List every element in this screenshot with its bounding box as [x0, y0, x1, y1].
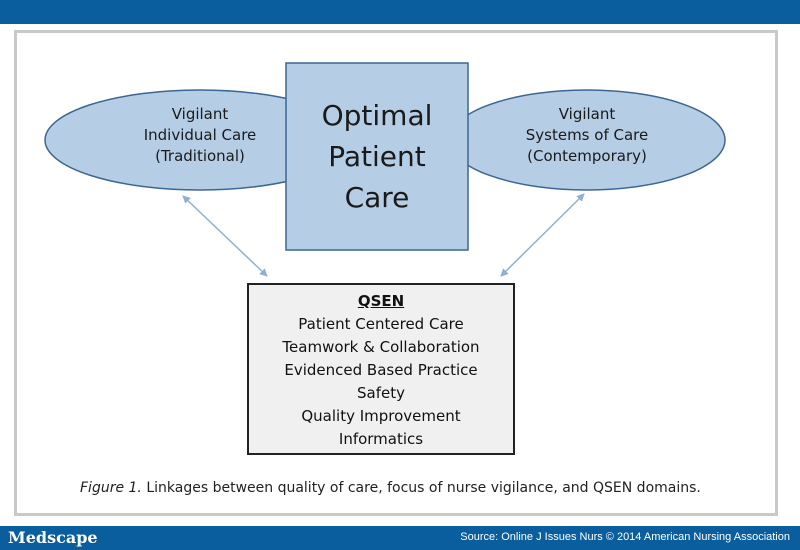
qsen-item: Informatics: [338, 430, 424, 448]
medscape-logo[interactable]: Medscape: [8, 528, 98, 547]
center-box-node: [285, 62, 469, 251]
left-node-label: Vigilant Individual Care (Traditional): [110, 104, 290, 167]
center-node-line: Optimal: [321, 99, 433, 132]
qsen-title: QSEN: [357, 292, 405, 310]
right-node-label: Vigilant Systems of Care (Contemporary): [492, 104, 682, 167]
caption-text: Linkages between quality of care, focus …: [141, 480, 701, 496]
left-node-line: Vigilant: [171, 105, 229, 123]
qsen-item: Quality Improvement: [301, 407, 461, 425]
top-bar: [0, 0, 800, 24]
bottom-bar: Medscape Source: Online J Issues Nurs © …: [0, 526, 800, 550]
qsen-item: Safety: [357, 384, 405, 402]
right-node-line: Systems of Care: [525, 126, 649, 144]
left-node-line: Individual Care: [143, 126, 257, 144]
right-arrow: [500, 193, 585, 277]
qsen-item: Teamwork & Collaboration: [282, 338, 480, 356]
center-node-line: Care: [344, 181, 410, 214]
qsen-box: QSEN Patient Centered Care Teamwork & Co…: [247, 283, 515, 455]
center-node-line: Patient: [328, 140, 426, 173]
right-node-line: (Contemporary): [527, 147, 647, 165]
qsen-item: Patient Centered Care: [298, 315, 464, 333]
left-node-line: (Traditional): [155, 147, 245, 165]
center-node-label: Optimal Patient Care: [286, 95, 468, 218]
source-credit: Source: Online J Issues Nurs © 2014 Amer…: [460, 531, 790, 543]
figure-label: Figure 1.: [80, 480, 142, 496]
right-node-line: Vigilant: [558, 105, 616, 123]
figure-caption: Figure 1. Linkages between quality of ca…: [80, 480, 770, 496]
left-arrow: [182, 195, 268, 277]
qsen-item: Evidenced Based Practice: [284, 361, 478, 379]
